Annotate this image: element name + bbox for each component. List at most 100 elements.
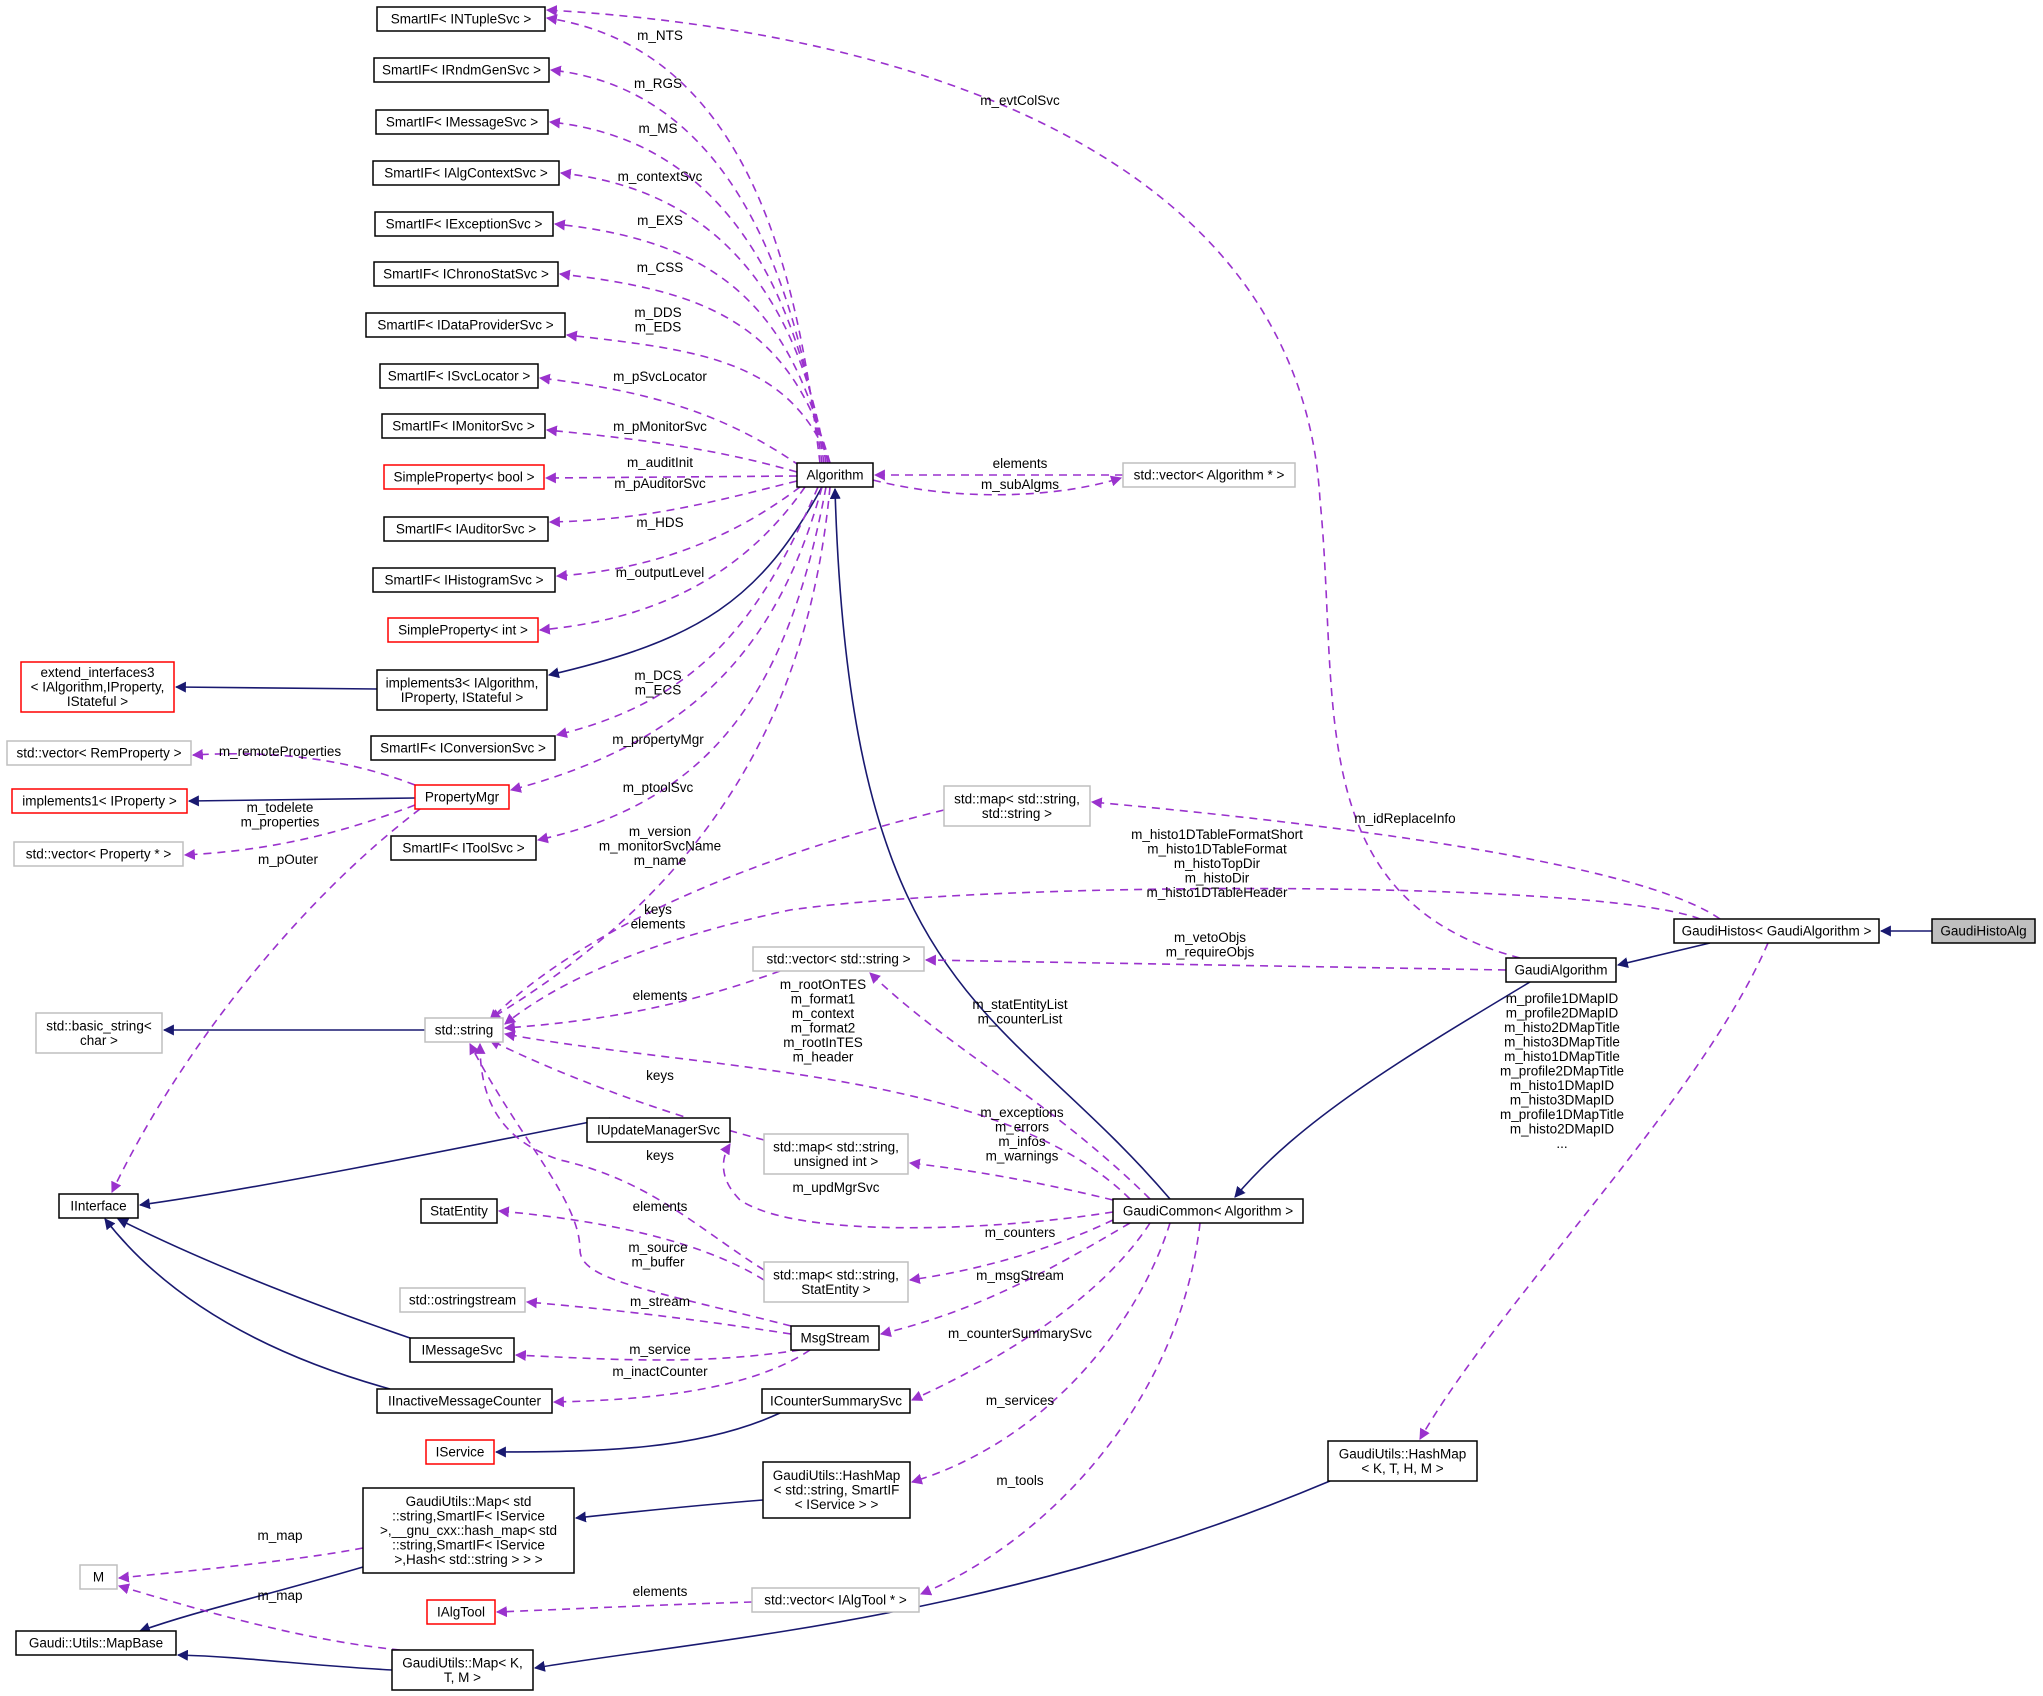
node-gcommon-box — [1112, 1198, 1304, 1224]
edge-label-text: m_ptoolSvc — [623, 780, 694, 795]
node-algctx[interactable]: SmartIF< IAlgContextSvc > — [372, 160, 560, 186]
edge-usage-statlist — [869, 972, 1151, 1200]
node-gcommon[interactable]: GaudiCommon< Algorithm > — [1112, 1198, 1304, 1224]
node-histo[interactable]: SmartIF< IHistogramSvc > — [372, 567, 556, 593]
node-ghistos[interactable]: GaudiHistos< GaudiAlgorithm > — [1673, 918, 1880, 944]
node-chrono-box — [373, 261, 559, 287]
node-toolsvc-label: SmartIF< IToolSvc > — [402, 841, 524, 856]
node-iservice[interactable]: IService — [425, 1439, 495, 1465]
node-dataprov-label: SmartIF< IDataProviderSvc > — [377, 318, 553, 333]
node-hashsvc[interactable]: GaudiUtils::HashMap< std::string, SmartI… — [762, 1461, 911, 1519]
edge-usage-map2 — [117, 1583, 401, 1651]
node-hashktm[interactable]: GaudiUtils::HashMap< K, T, H, M > — [1327, 1440, 1478, 1482]
edge-label-subalgs: m_subAlgms — [981, 477, 1059, 492]
node-histo-box — [372, 567, 556, 593]
node-ghistoalg[interactable]: GaudiHistoAlg — [1931, 918, 2036, 944]
node-iupd[interactable]: IUpdateManagerSvc — [586, 1117, 731, 1143]
node-ntuple[interactable]: SmartIF< INTupleSvc > — [376, 6, 546, 32]
edge-usage-elem2 — [497, 1206, 765, 1281]
node-vecalg[interactable]: std::vector< Algorithm * > — [1122, 462, 1296, 488]
node-conv[interactable]: SmartIF< IConversionSvc > — [370, 735, 556, 761]
node-msgstream[interactable]: MsgStream — [790, 1325, 880, 1351]
node-msgsvc[interactable]: SmartIF< IMessageSvc > — [375, 109, 549, 135]
node-statentity-label: StatEntity — [430, 1204, 488, 1219]
node-mapss[interactable]: std::map< std::string,std::string > — [943, 785, 1091, 827]
node-vecprop-label: std::vector< Property * > — [26, 847, 172, 862]
edge-usage-counters — [908, 1219, 1114, 1285]
node-ostr[interactable]: std::ostringstream — [399, 1287, 526, 1313]
node-mapse-box — [763, 1261, 909, 1303]
edge-label-text: m_source — [628, 1240, 687, 1255]
node-spint[interactable]: SimpleProperty< int > — [387, 617, 539, 643]
node-imsgsvc-box — [409, 1337, 515, 1363]
node-toolsvc[interactable]: SmartIF< IToolSvc > — [390, 835, 537, 861]
edge-label-stream: m_stream — [630, 1294, 690, 1309]
node-impl3[interactable]: implements3< IAlgorithm,IProperty, IStat… — [376, 669, 548, 711]
node-impl1[interactable]: implements1< IProperty > — [11, 788, 188, 814]
node-mapbase-label: Gaudi::Utils::MapBase — [29, 1636, 163, 1651]
edge-label-service: m_service — [629, 1342, 691, 1357]
node-spint-label: SimpleProperty< int > — [398, 623, 528, 638]
node-m[interactable]: M — [79, 1564, 118, 1590]
node-rndm[interactable]: SmartIF< IRndmGenSvc > — [373, 57, 550, 83]
edge-label-text: m_header — [793, 1050, 854, 1065]
node-imsgsvc[interactable]: IMessageSvc — [409, 1337, 515, 1363]
edge-label-pouter: m_pOuter — [258, 852, 319, 867]
node-monitor-box — [381, 413, 546, 439]
node-extif[interactable]: extend_interfaces3< IAlgorithm,IProperty… — [20, 661, 175, 713]
node-algorithm[interactable]: Algorithm — [796, 462, 874, 488]
node-auditor[interactable]: SmartIF< IAuditorSvc > — [383, 516, 549, 542]
edge-usage-inact — [552, 1349, 811, 1408]
edge-usage-histofmt — [504, 887, 1701, 1025]
node-mapsu[interactable]: std::map< std::string,unsigned int > — [763, 1133, 909, 1175]
node-vecrem[interactable]: std::vector< RemProperty > — [6, 740, 192, 766]
node-basicstr[interactable]: std::basic_string<char > — [35, 1012, 163, 1054]
node-ghistos-label: GaudiHistos< GaudiAlgorithm > — [1682, 924, 1872, 939]
node-exc[interactable]: SmartIF< IExceptionSvc > — [374, 211, 554, 237]
node-vectool[interactable]: std::vector< IAlgTool * > — [751, 1587, 920, 1613]
edge-usage-psvcloc — [538, 373, 801, 467]
edge-inherit-algorithm-impl3 — [547, 486, 823, 679]
node-monitor[interactable]: SmartIF< IMonitorSvc > — [381, 413, 546, 439]
node-propmgr[interactable]: PropertyMgr — [414, 784, 510, 810]
node-icounter[interactable]: ICounterSummarySvc — [761, 1388, 911, 1414]
edge-label-text: m_propertyMgr — [612, 732, 704, 747]
edge-label-profile: m_profile1DMapIDm_profile2DMapIDm_histo2… — [1500, 991, 1624, 1151]
edge-label-text: m_counterList — [978, 1012, 1063, 1027]
node-vecprop[interactable]: std::vector< Property * > — [13, 841, 184, 867]
node-ialgtool[interactable]: IAlgTool — [426, 1599, 496, 1625]
node-iinterface[interactable]: IInterface — [58, 1193, 139, 1219]
node-chrono[interactable]: SmartIF< IChronoStatSvc > — [373, 261, 559, 287]
node-ialgtool-label: IAlgTool — [437, 1605, 485, 1620]
node-galgorithm[interactable]: GaudiAlgorithm — [1505, 957, 1617, 983]
edge-label-services: m_services — [986, 1393, 1055, 1408]
node-mapstd[interactable]: GaudiUtils::Map< std::string,SmartIF< IS… — [362, 1487, 575, 1574]
node-vecstr[interactable]: std::vector< std::string > — [752, 946, 925, 972]
edge-label-text: m_MS — [638, 121, 677, 136]
edge-label-text: m_histoDir — [1185, 871, 1250, 886]
edge-usage-version — [489, 486, 831, 1020]
node-spbool[interactable]: SimpleProperty< bool > — [383, 464, 545, 490]
node-chrono-label: SmartIF< IChronoStatSvc > — [383, 267, 549, 282]
node-mapse[interactable]: std::map< std::string,StatEntity > — [763, 1261, 909, 1303]
node-mapbase[interactable]: Gaudi::Utils::MapBase — [15, 1630, 177, 1656]
edge-label-evtcol: m_evtColSvc — [980, 93, 1060, 108]
node-iinact[interactable]: IInactiveMessageCounter — [376, 1388, 553, 1414]
node-extif-label: extend_interfaces3 — [40, 665, 154, 680]
edge-label-audinit: m_auditInit — [627, 455, 693, 470]
edge-label-nts: m_NTS — [637, 28, 683, 43]
node-svcloc[interactable]: SmartIF< ISvcLocator > — [379, 363, 539, 389]
node-stdstring[interactable]: std::string — [424, 1017, 504, 1043]
node-vecrem-label: std::vector< RemProperty > — [16, 746, 181, 761]
edge-usage-pouter — [111, 808, 421, 1193]
node-mapsu-label: std::map< std::string, — [773, 1139, 899, 1154]
node-mapktm[interactable]: GaudiUtils::Map< K,T, M > — [391, 1649, 534, 1691]
edge-inherit-propmgr-impl1 — [187, 795, 416, 807]
node-statentity[interactable]: StatEntity — [420, 1198, 498, 1224]
node-dataprov[interactable]: SmartIF< IDataProviderSvc > — [365, 312, 566, 338]
edge-label-text: m_auditInit — [627, 455, 693, 470]
edge-label-text: m_msgStream — [976, 1268, 1064, 1283]
